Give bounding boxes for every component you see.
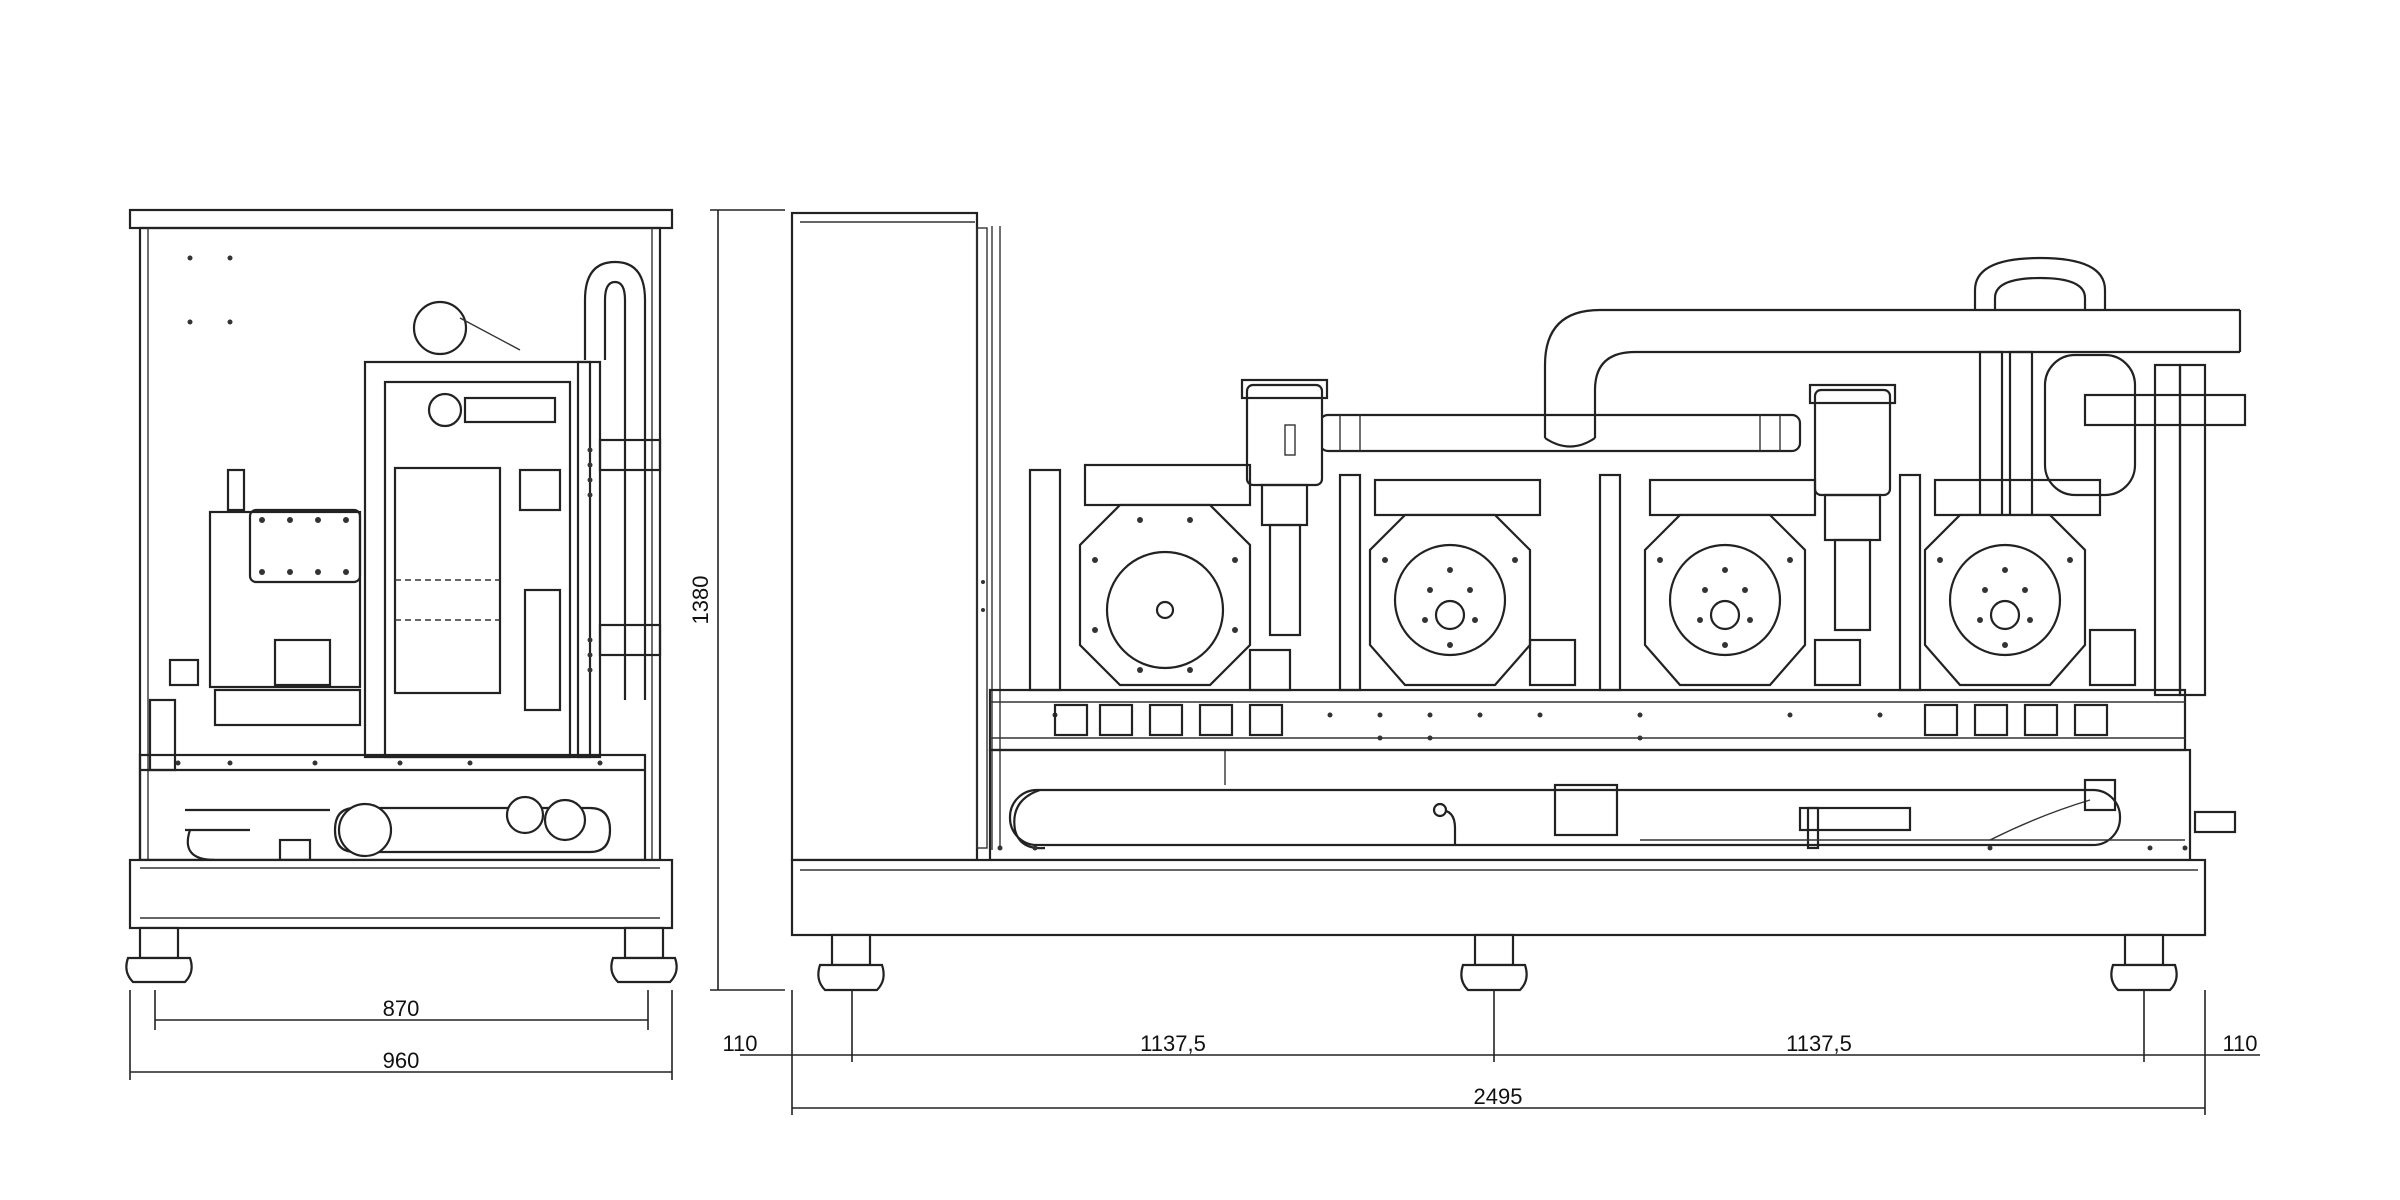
compressor-3 — [1598, 473, 1862, 692]
dim-left-offset: 110 — [722, 1031, 757, 1056]
front-view — [125, 208, 678, 984]
dim-spacing-left: 1137,5 — [1140, 1031, 1206, 1056]
dim-front-total-width: 960 — [383, 1048, 420, 1073]
dim-side-total-length: 2495 — [1474, 1084, 1523, 1109]
dim-spacing-right: 1137,5 — [1786, 1031, 1852, 1056]
compressor-1 — [1028, 463, 1292, 692]
compressor-4 — [1898, 473, 2137, 692]
dimension-lines — [129, 209, 2260, 1115]
compressor-2 — [1338, 473, 1577, 692]
dimension-labels: 870 960 1380 110 1137,5 1137,5 110 2495 — [383, 576, 2258, 1109]
dim-right-offset: 110 — [2222, 1031, 2257, 1056]
side-view — [790, 211, 2247, 992]
dim-height: 1380 — [688, 576, 713, 625]
dim-front-inner-width: 870 — [383, 996, 420, 1021]
